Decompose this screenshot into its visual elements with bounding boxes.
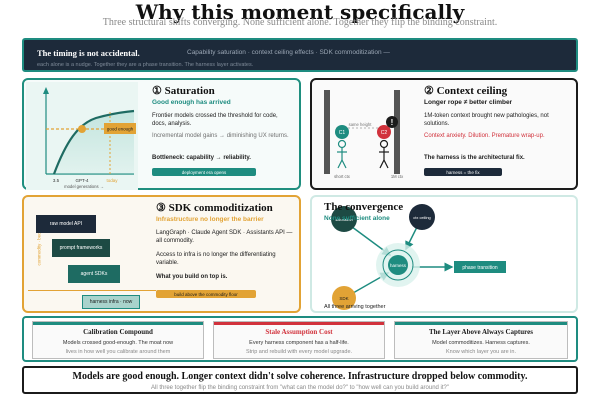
stack-layer: prompt frameworks <box>52 239 110 257</box>
card-line: Models crossed good-enough. The moat now <box>62 340 174 346</box>
phase-badge <box>454 261 506 273</box>
phase-label: phase transition <box>462 265 498 271</box>
ctx-ceiling-node <box>409 204 435 230</box>
sdk-subtitle: Infrastructure no longer the barrier <box>156 216 264 223</box>
harness-node <box>388 255 408 275</box>
sdk-pill: build above the commodity floor <box>156 290 256 298</box>
ctx-ceiling-node-label: ctx ceiling <box>413 215 431 220</box>
card-title: The Layer Above Always Captures <box>429 328 533 336</box>
sdk-body-2: Access to infra is no longer the differe… <box>156 252 276 266</box>
saturation-panel: good enough 3.5 GPT-4 today model genera… <box>22 78 301 190</box>
saturation-emphasis: Bottleneck: capability → reliability. <box>152 155 251 161</box>
climber-c2-badge <box>377 125 391 139</box>
card-title: Stale Assumption Cost <box>265 328 333 336</box>
saturation-node <box>331 206 357 232</box>
card-layer-above: The Layer Above Always Captures Model co… <box>394 321 568 359</box>
context-title: ② Context ceiling <box>424 85 508 97</box>
context-symptoms: Context anxiety. Dilution. Premature wra… <box>424 133 545 139</box>
sdk-node-label: SDK <box>339 296 348 301</box>
footer-sub: All three together flip the binding cons… <box>150 385 450 391</box>
page-title: Why this moment specifically <box>135 0 465 24</box>
short-context-bar <box>324 90 330 174</box>
card-accent <box>214 322 384 325</box>
tick-label: 3.5 <box>53 178 60 183</box>
stack-layer: raw model API <box>36 215 96 233</box>
harness-node-label: harness <box>390 263 407 268</box>
sdk-baseline <box>28 290 156 291</box>
alert-icon-glyph: ! <box>391 118 394 127</box>
context-subtitle: Longer rope ≠ better climber <box>424 99 513 106</box>
tick-label: today <box>106 178 118 183</box>
card-line-muted: Strip and rebuild with every model upgra… <box>245 349 353 355</box>
timing-tags: Capability saturation · context ceiling … <box>187 49 390 56</box>
convergence-caption: All three arriving together <box>324 304 386 310</box>
saturation-node-label: saturation <box>335 217 353 222</box>
x-axis-label: model generations → <box>64 184 104 189</box>
saturation-subtitle: Good enough has arrived <box>152 99 231 106</box>
saturation-body-muted: Incremental model gains → diminishing UX… <box>152 133 289 139</box>
sdk-panel: commodity · bedrock raw model API prompt… <box>22 195 301 313</box>
short-context-caption: short ctx <box>334 174 351 179</box>
footer-main: Models are good enough. Longer context d… <box>72 371 528 382</box>
card-calibration: Calibration Compound Models crossed good… <box>32 321 204 359</box>
climber-c1-icon <box>337 139 347 169</box>
saturation-pill: deployment era opens <box>152 168 256 176</box>
same-height-label: same height <box>349 122 373 127</box>
timing-title: The timing is not accidental. <box>37 48 140 58</box>
threshold-label: good enough <box>107 127 134 132</box>
card-title: Calibration Compound <box>83 328 153 336</box>
sdk-title: ③ SDK commoditization <box>156 202 273 214</box>
page-subtitle: Three structural shifts converging. None… <box>102 17 498 28</box>
convergence-panel: harness saturation ctx ceiling SDK phase… <box>310 195 578 313</box>
saturation-title: ① Saturation <box>152 85 215 97</box>
convergence-title: The convergence <box>324 201 404 213</box>
saturation-chart: good enough 3.5 GPT-4 today model genera… <box>26 82 138 190</box>
tick-label: GPT-4 <box>75 178 89 183</box>
threshold-badge <box>104 123 136 134</box>
long-context-caption: 1M ctx <box>391 174 404 179</box>
card-line: Model commoditizes. Harness captures. <box>432 340 530 346</box>
saturation-body: Frontier models crossed the threshold fo… <box>152 113 278 127</box>
context-pill: harness = the fix <box>424 168 502 176</box>
sdk-emphasis: What you build on top is. <box>156 274 228 280</box>
card-line-muted: lives in how well you calibrate around t… <box>65 349 171 355</box>
context-emphasis: The harness is the architectural fix. <box>424 155 525 161</box>
climber-c1-label: C1 <box>339 130 346 136</box>
card-accent <box>33 322 203 325</box>
halo-ring <box>382 249 414 281</box>
card-line-muted: Know which layer you are in. <box>445 349 516 355</box>
climber-c2-label: C2 <box>381 130 388 136</box>
convergence-subtitle: None sufficient alone <box>324 215 390 222</box>
long-context-bar <box>394 90 400 174</box>
convergence-diagram: harness saturation ctx ceiling SDK phase… <box>331 204 506 310</box>
threshold-point <box>78 125 86 133</box>
arrow-up-icon <box>43 87 49 94</box>
stack-layer-current: harness infra · now <box>82 295 140 309</box>
saturation-curve <box>52 109 135 175</box>
stack-layer: agent SDKs <box>68 265 120 283</box>
card-stale-assumption: Stale Assumption Cost Every harness comp… <box>213 321 385 359</box>
insight-cards: Calibration Compound Models crossed good… <box>22 316 578 362</box>
card-accent <box>395 322 567 325</box>
timing-banner: The timing is not accidental. Capability… <box>22 38 578 72</box>
timing-footnote: each alone is a nudge. Together they are… <box>37 62 254 68</box>
context-panel: same height C1 C2 ! short ctx 1M ctx ② C… <box>310 78 578 190</box>
climber-c1-badge <box>335 125 349 139</box>
summary-footer: Models are good enough. Longer context d… <box>22 366 578 394</box>
card-line: Every harness component has a half-life. <box>249 340 349 346</box>
sdk-node <box>332 286 356 310</box>
alert-icon <box>386 116 398 128</box>
sdk-body: LangGraph · Claude Agent SDK · Assistant… <box>156 230 293 244</box>
climber-c2-icon <box>379 139 389 169</box>
context-body: 1M-token context brought new pathologies… <box>424 113 549 127</box>
context-figure: same height C1 C2 ! short ctx 1M ctx <box>324 90 404 179</box>
